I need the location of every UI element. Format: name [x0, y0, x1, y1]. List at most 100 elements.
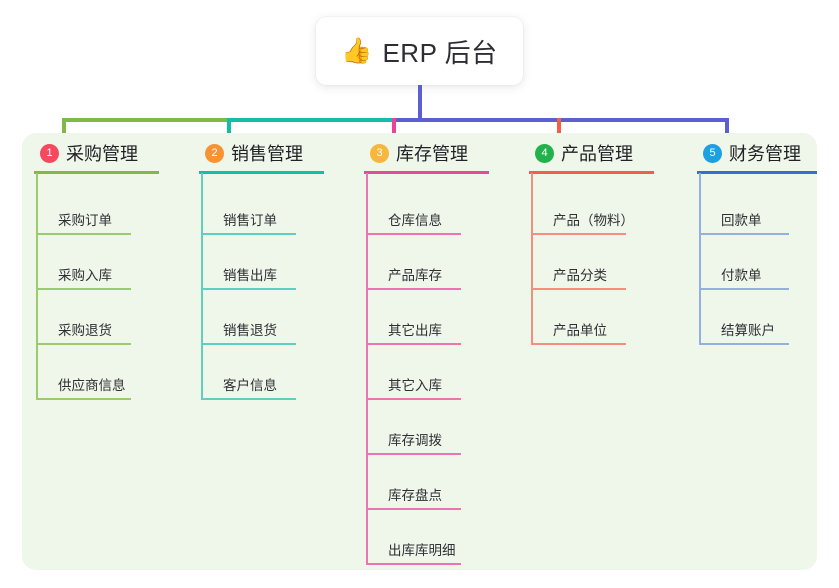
leaf-item-rule — [36, 398, 131, 400]
leaf-item[interactable]: 库存调拨 — [366, 431, 461, 455]
leaf-item-label: 结算账户 — [721, 323, 775, 338]
branch-header-5[interactable]: 5 财务管理 — [685, 133, 801, 173]
branch-spine-4 — [531, 173, 533, 345]
leaf-item-label: 销售出库 — [223, 268, 277, 283]
leaf-item-label: 采购退货 — [58, 323, 112, 338]
bus-segment-2 — [227, 118, 396, 122]
leaf-item[interactable]: 出库库明细 — [366, 541, 461, 565]
branch-badge-3: 3 — [370, 143, 389, 163]
leaf-item-rule — [531, 343, 626, 345]
branch-title-3: 库存管理 — [396, 144, 468, 164]
leaf-item[interactable]: 采购退货 — [36, 321, 131, 345]
leaf-item-rule — [201, 398, 296, 400]
leaf-item[interactable]: 销售订单 — [201, 211, 296, 235]
leaf-item-rule — [366, 508, 461, 510]
leaf-item-rule — [201, 343, 296, 345]
leaf-item-label: 客户信息 — [223, 378, 277, 393]
leaf-item-label: 其它入库 — [388, 378, 442, 393]
leaf-item-label: 回款单 — [721, 213, 762, 228]
leaf-item[interactable]: 销售退货 — [201, 321, 296, 345]
leaf-item-rule — [366, 233, 461, 235]
leaf-item-rule — [366, 343, 461, 345]
leaf-item[interactable]: 其它出库 — [366, 321, 461, 345]
branch-column-4: 4 产品管理产品（物料） 产品分类产品单位 — [517, 133, 654, 345]
branch-header-3[interactable]: 3 库存管理 — [352, 133, 468, 173]
branch-spine-1 — [36, 173, 38, 400]
leaf-item-rule — [699, 343, 789, 345]
branch-badge-4: 4 — [535, 143, 554, 163]
root-stem-line — [418, 85, 422, 122]
leaf-item-label: 产品（物料） — [553, 213, 634, 228]
branch-header-4[interactable]: 4 产品管理 — [517, 133, 633, 173]
branch-badge-1: 1 — [40, 143, 59, 163]
leaf-item-rule — [366, 288, 461, 290]
branch-header-rule-2 — [199, 171, 324, 174]
leaf-item[interactable]: 库存盘点 — [366, 486, 461, 510]
branch-title-5: 财务管理 — [729, 144, 801, 164]
leaf-item-rule — [36, 233, 131, 235]
leaf-item-label: 仓库信息 — [388, 213, 442, 228]
leaf-item-label: 供应商信息 — [58, 378, 126, 393]
leaf-item-label: 库存盘点 — [388, 488, 442, 503]
leaf-item-rule — [36, 343, 131, 345]
leaf-item-label: 库存调拨 — [388, 433, 442, 448]
branch-header-2[interactable]: 2 销售管理 — [187, 133, 303, 173]
branch-header-rule-5 — [697, 171, 817, 174]
branches-panel — [22, 133, 817, 570]
leaf-item[interactable]: 其它入库 — [366, 376, 461, 400]
root-node-title: ERP 后台 — [382, 37, 498, 68]
branch-title-1: 采购管理 — [66, 144, 138, 164]
branch-badge-5: 5 — [703, 143, 722, 163]
leaf-item[interactable]: 采购入库 — [36, 266, 131, 290]
leaf-item-rule — [699, 288, 789, 290]
thumbs-up-icon: 👍 — [341, 36, 373, 65]
leaf-item[interactable]: 产品分类 — [531, 266, 626, 290]
leaf-item-label: 采购入库 — [58, 268, 112, 283]
leaf-item[interactable]: 产品（物料） — [531, 211, 634, 235]
leaf-item-label: 销售退货 — [223, 323, 277, 338]
branch-header-1[interactable]: 1 采购管理 — [22, 133, 138, 173]
leaf-item-rule — [201, 233, 296, 235]
branch-header-rule-1 — [34, 171, 159, 174]
branch-badge-2: 2 — [205, 143, 224, 163]
bus-segment-1 — [62, 118, 231, 122]
branch-title-2: 销售管理 — [231, 144, 303, 164]
branch-column-3: 3 库存管理仓库信息产品库存其它出库其它入库库存调拨库存盘点出库库明细 — [352, 133, 489, 565]
leaf-item-rule — [36, 288, 131, 290]
leaf-item-label: 出库库明细 — [388, 543, 456, 558]
branch-column-5: 5 财务管理回款单付款单结算账户 — [685, 133, 817, 345]
leaf-item[interactable]: 采购订单 — [36, 211, 131, 235]
leaf-item[interactable]: 产品单位 — [531, 321, 626, 345]
branch-header-rule-3 — [364, 171, 489, 174]
leaf-item-label: 产品单位 — [553, 323, 607, 338]
branch-column-1: 1 采购管理采购订单采购入库采购退货供应商信息 — [22, 133, 159, 400]
leaf-item[interactable]: 供应商信息 — [36, 376, 131, 400]
leaf-item-label: 采购订单 — [58, 213, 112, 228]
leaf-item-rule — [366, 453, 461, 455]
branch-spine-2 — [201, 173, 203, 400]
leaf-item-label: 付款单 — [721, 268, 762, 283]
leaf-item[interactable]: 结算账户 — [699, 321, 789, 345]
leaf-item[interactable]: 产品库存 — [366, 266, 461, 290]
leaf-item-label: 销售订单 — [223, 213, 277, 228]
leaf-item[interactable]: 销售出库 — [201, 266, 296, 290]
branch-title-4: 产品管理 — [561, 144, 633, 164]
leaf-item-label: 其它出库 — [388, 323, 442, 338]
branch-column-2: 2 销售管理销售订单销售出库销售退货客户信息 — [187, 133, 324, 400]
leaf-item-label: 产品分类 — [553, 268, 607, 283]
leaf-item-label: 产品库存 — [388, 268, 442, 283]
branch-spine-5 — [699, 173, 701, 345]
leaf-item[interactable]: 客户信息 — [201, 376, 296, 400]
leaf-item[interactable]: 仓库信息 — [366, 211, 461, 235]
branch-spine-3 — [366, 173, 368, 565]
branch-header-rule-4 — [529, 171, 654, 174]
leaf-item-rule — [366, 398, 461, 400]
root-node[interactable]: 👍 ERP 后台 — [316, 17, 523, 85]
leaf-item[interactable]: 付款单 — [699, 266, 789, 290]
leaf-item-rule — [699, 233, 789, 235]
leaf-item[interactable]: 回款单 — [699, 211, 789, 235]
leaf-item-rule — [531, 288, 626, 290]
leaf-item-rule — [366, 563, 461, 565]
leaf-item-rule — [531, 233, 626, 235]
